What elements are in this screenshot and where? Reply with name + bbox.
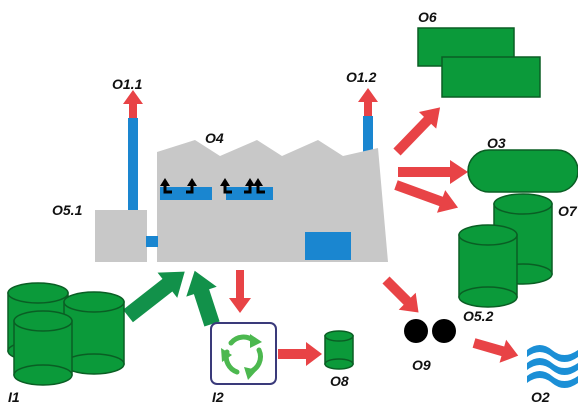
side-unit: [95, 210, 147, 262]
label-o9: O9: [412, 357, 431, 373]
label-o8: O8: [330, 373, 349, 389]
internal-flow-arrowheads: [160, 178, 263, 186]
curved-arrow-icon: [256, 184, 265, 194]
curved-arrow-icon: [163, 184, 172, 194]
output-tanks-o7: [458, 193, 553, 308]
label-o6: O6: [418, 9, 437, 25]
capsule-o3: [467, 149, 578, 193]
label-o5-2: O5.2: [463, 308, 494, 324]
tank-i1-right: [63, 291, 125, 375]
chimney-left: [128, 118, 138, 213]
tank-o8: [324, 330, 354, 370]
label-o1-1: O1.1: [112, 76, 143, 92]
recycle-box: [210, 322, 277, 385]
arrow-to-o9: [382, 276, 419, 313]
label-o7: O7: [558, 203, 578, 219]
particle-o9-right: [432, 319, 456, 343]
recycle-arrowheads: [221, 334, 262, 380]
particle-o9-left: [404, 319, 428, 343]
label-o2: O2: [531, 389, 550, 405]
arrow-to-o2: [472, 338, 519, 363]
output-arrows: [123, 88, 519, 366]
curved-arrow-icon: [186, 184, 194, 194]
connector-pipe: [146, 236, 158, 247]
arrow-to-o3: [398, 160, 468, 184]
curved-arrow-icon: [244, 184, 252, 194]
factory-door: [305, 232, 351, 260]
container-o6-front: [441, 56, 541, 98]
label-i2: I2: [212, 389, 224, 405]
arrow-to-o7: [394, 180, 459, 213]
arrow-to-o6: [393, 107, 441, 156]
arrow-from-i1: [123, 271, 185, 323]
label-o3: O3: [487, 135, 506, 151]
label-o5-1: O5.1: [52, 202, 83, 218]
arrow-o1-1: [123, 90, 143, 118]
containers-o6: [417, 27, 541, 98]
label-o1-2: O1.2: [346, 69, 377, 85]
chimney-right: [363, 116, 373, 156]
tank-i1-front: [13, 310, 73, 386]
arrow-from-i2: [186, 270, 220, 327]
tank-o7-front: [458, 224, 518, 308]
arrow-o1-2: [358, 88, 378, 116]
input-tanks-i1: [7, 282, 125, 386]
factory-building: [157, 140, 388, 262]
internal-flow-arrows: [163, 184, 265, 194]
curved-arrow-icon: [223, 184, 232, 194]
label-i1: I1: [8, 389, 20, 405]
arrow-to-recycle: [229, 270, 251, 313]
water-waves-icon: [527, 345, 578, 388]
label-o4: O4: [205, 130, 224, 146]
arrow-to-o8: [278, 342, 322, 366]
input-arrows: [123, 270, 220, 327]
